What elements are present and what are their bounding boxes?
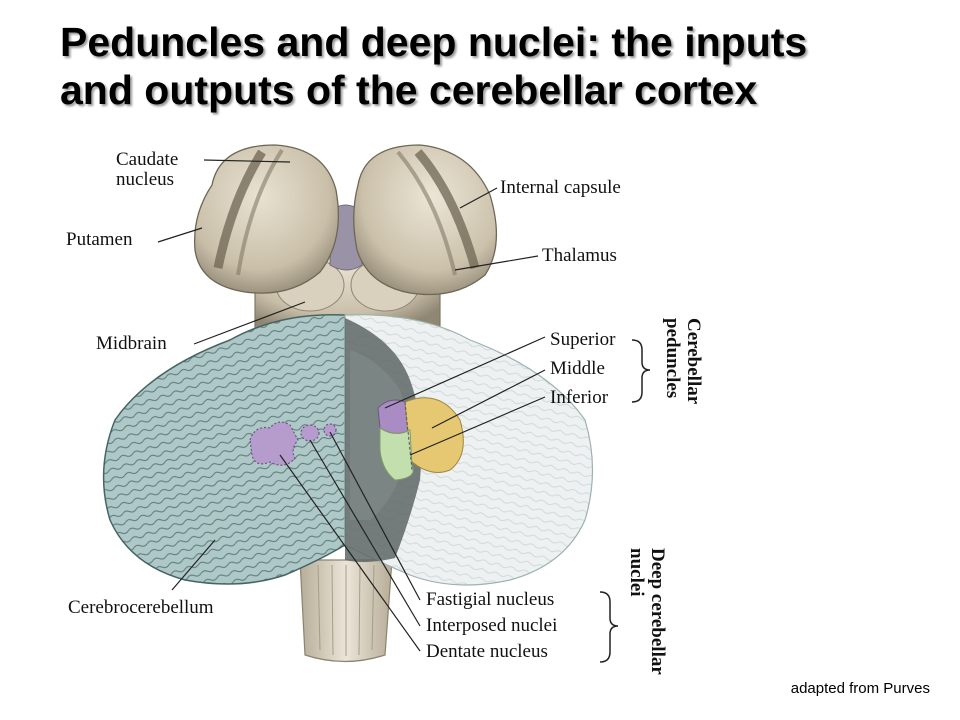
group-label-cerebellar-peduncles: Cerebellar peduncles (662, 318, 704, 405)
label-internal-capsule: Internal capsule (500, 177, 621, 198)
label-inferior: Inferior (550, 387, 609, 408)
label-cerebrocerebellum: Cerebrocerebellum (68, 597, 214, 618)
middle-peduncle (404, 397, 464, 473)
label-caudate-nucleus: Caudate nucleus (116, 149, 179, 190)
cerebrocerebellum (102, 313, 346, 585)
group-label-deep-cerebellar-nuclei: Deep cerebellar nuclei (626, 548, 668, 675)
leader-lines (157, 159, 546, 652)
title-line-2: and outputs of the cerebellar cortex (60, 67, 758, 113)
title-line-1: Peduncles and deep nuclei: the inputs (60, 19, 808, 65)
label-midbrain: Midbrain (96, 333, 167, 354)
label-thalamus: Thalamus (542, 245, 617, 266)
label-superior: Superior (550, 329, 616, 350)
putamen-caudate-left (193, 144, 339, 294)
label-middle: Middle (550, 358, 605, 379)
thalamus-right (353, 144, 498, 296)
label-dentate-nucleus: Dentate nucleus (426, 641, 548, 662)
dentate-nucleus (249, 421, 299, 466)
label-fastigial-nucleus: Fastigial nucleus (426, 589, 555, 610)
inferior-peduncle (379, 427, 414, 481)
interposed-nuclei (300, 424, 320, 442)
image-credit: adapted from Purves (790, 680, 930, 697)
slide-title: Peduncles and deep nuclei: the inputs an… (60, 18, 920, 114)
label-interposed-nuclei: Interposed nuclei (426, 615, 558, 636)
fastigial-nucleus (323, 423, 337, 437)
peduncles-brace (631, 339, 651, 403)
label-putamen: Putamen (66, 229, 133, 250)
nuclei-brace (599, 591, 619, 663)
